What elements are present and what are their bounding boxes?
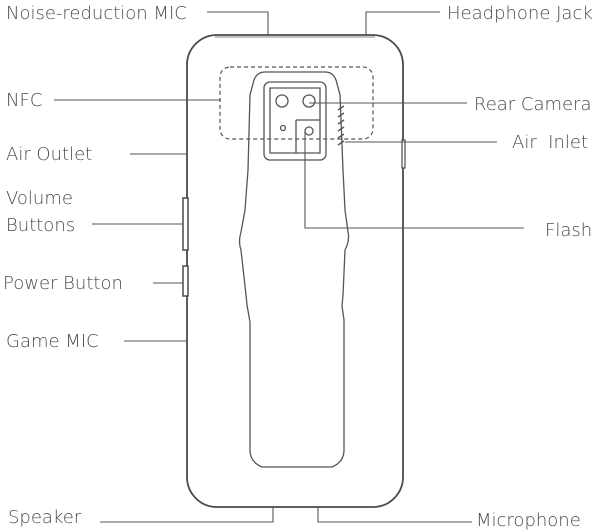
- air-inlet-vents: [337, 105, 345, 146]
- leader-flash: [304, 131, 524, 229]
- label-nfc: NFC: [6, 90, 42, 111]
- label-volume-line2: Buttons: [6, 215, 75, 236]
- camera-module-outer: [263, 81, 327, 161]
- label-speaker: Speaker: [8, 507, 82, 528]
- rear-camera-lens-2: [302, 94, 316, 108]
- back-plate-strip: [238, 71, 350, 468]
- label-headphone-jack: Headphone Jack: [447, 3, 593, 24]
- label-power-button: Power Button: [3, 273, 123, 294]
- label-flash: Flash: [545, 220, 592, 241]
- camera-module-inner: [269, 87, 321, 154]
- camera-sensor-dot: [279, 124, 287, 132]
- label-game-mic: Game MIC: [6, 331, 99, 352]
- label-rear-camera: Rear Camera: [474, 94, 592, 115]
- label-air-outlet: Air Outlet: [6, 144, 92, 165]
- label-microphone: Microphone: [476, 510, 581, 531]
- power-button: [182, 265, 189, 297]
- volume-buttons: [182, 197, 189, 251]
- leader-headphone-jack: [365, 11, 440, 35]
- rear-camera-lens-1: [275, 94, 289, 108]
- label-volume-line1: Volume: [6, 188, 73, 209]
- label-air-inlet: Air Inlet: [512, 132, 588, 153]
- leader-microphone: [317, 507, 472, 523]
- right-side-nub: [401, 139, 406, 169]
- leader-noise-mic: [207, 11, 269, 35]
- label-noise-mic: Noise-reduction MIC: [6, 3, 187, 24]
- leader-speaker: [100, 507, 274, 523]
